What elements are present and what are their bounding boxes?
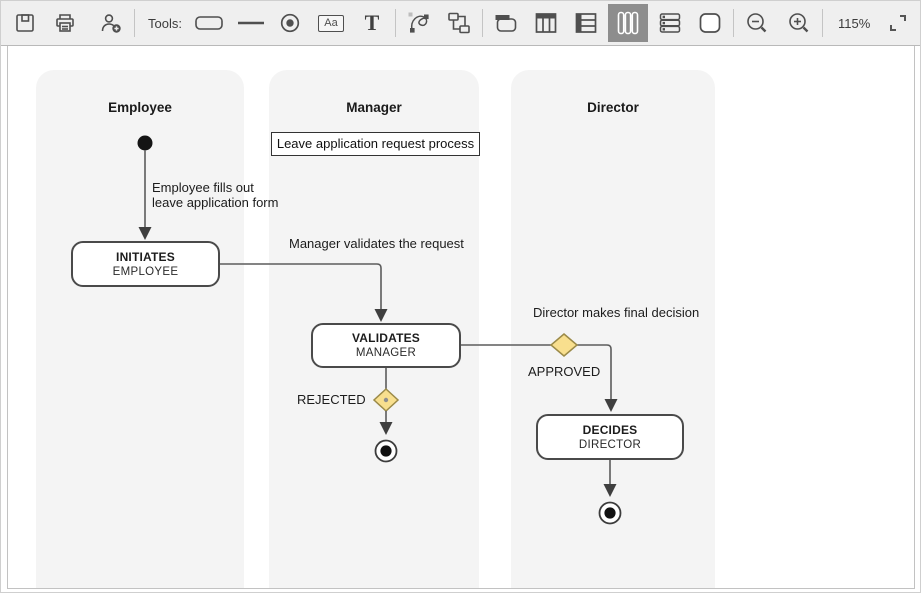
text-tool-button[interactable]: T (354, 5, 390, 41)
row-table-icon (573, 10, 599, 36)
swimlane-employee[interactable]: Employee (36, 70, 244, 588)
node-initiates[interactable]: INITIATES EMPLOYEE (71, 241, 220, 287)
tree-tool-button[interactable] (441, 5, 477, 41)
text-icon: T (364, 10, 380, 35)
diagram-title-box[interactable]: Leave application request process (271, 132, 480, 156)
zoom-in-button[interactable] (781, 5, 817, 41)
node-decides[interactable]: DECIDES DIRECTOR (536, 414, 684, 460)
curve-tool-button[interactable] (401, 5, 437, 41)
toolbar-separator (481, 9, 483, 37)
swimlane-title[interactable]: Director (587, 100, 639, 115)
toolbar-separator (821, 9, 823, 37)
edge-label-validate[interactable]: Manager validates the request (289, 236, 464, 251)
horizontal-lanes-icon (657, 10, 683, 36)
column-table-tool-button[interactable] (528, 5, 564, 41)
line-tool-button[interactable] (230, 5, 272, 41)
row-table-tool-button[interactable] (568, 5, 604, 41)
node-subtitle: DIRECTOR (578, 438, 642, 451)
column-table-icon (533, 10, 559, 36)
line-icon (235, 11, 267, 35)
zoom-out-icon (744, 10, 770, 36)
node-title: VALIDATES (351, 331, 421, 345)
toolbar: Tools: Aa (1, 1, 920, 46)
rounded-container-tool-button[interactable] (692, 5, 728, 41)
curve-icon (406, 10, 432, 36)
toolbar-separator (134, 9, 135, 37)
titled-state-tool-button[interactable] (488, 5, 524, 41)
zoom-out-button[interactable] (739, 5, 775, 41)
horizontal-lanes-tool-button[interactable] (652, 5, 688, 41)
print-icon (53, 11, 77, 35)
edge-label-fill-form[interactable]: Employee fills out leave application for… (152, 180, 279, 210)
rounded-rect-tool-button[interactable] (188, 5, 230, 41)
save-icon (13, 11, 37, 35)
print-button[interactable] (47, 5, 83, 41)
textbox-icon: Aa (318, 14, 344, 32)
edge-label-approved[interactable]: APPROVED (528, 364, 601, 379)
rounded-rect-icon (193, 11, 225, 35)
swimlane-title[interactable]: Employee (108, 100, 172, 115)
node-subtitle: EMPLOYEE (112, 265, 179, 278)
fullscreen-icon (886, 11, 910, 35)
fullscreen-button[interactable] (880, 5, 916, 41)
zoom-in-icon (786, 10, 812, 36)
tools-label: Tools: (148, 15, 182, 31)
add-user-button[interactable] (93, 5, 129, 41)
node-validates[interactable]: VALIDATES MANAGER (311, 323, 461, 368)
toolbar-separator (394, 9, 396, 37)
vertical-lanes-icon (614, 9, 642, 37)
diagram-canvas[interactable]: Employee Manager Director (7, 46, 915, 589)
radio-state-tool-button[interactable] (272, 5, 308, 41)
zoom-level-label: 115% (837, 15, 871, 31)
tree-icon (446, 10, 472, 36)
rounded-container-icon (697, 10, 723, 36)
radio-icon (278, 11, 302, 35)
node-title: INITIATES (116, 249, 175, 264)
vertical-lanes-tool-button[interactable] (607, 4, 648, 42)
node-subtitle: MANAGER (355, 347, 417, 359)
edge-label-decide[interactable]: Director makes final decision (533, 305, 700, 320)
toolbar-separator (732, 9, 734, 37)
textbox-tool-button[interactable]: Aa (310, 5, 352, 41)
titled-state-icon (493, 10, 519, 36)
save-button[interactable] (7, 5, 43, 41)
swimlane-director[interactable]: Director (511, 70, 715, 588)
add-user-icon (99, 11, 123, 35)
edge-label-rejected[interactable]: REJECTED (297, 392, 366, 407)
node-title: DECIDES (582, 422, 638, 437)
swimlane-title[interactable]: Manager (346, 100, 402, 115)
